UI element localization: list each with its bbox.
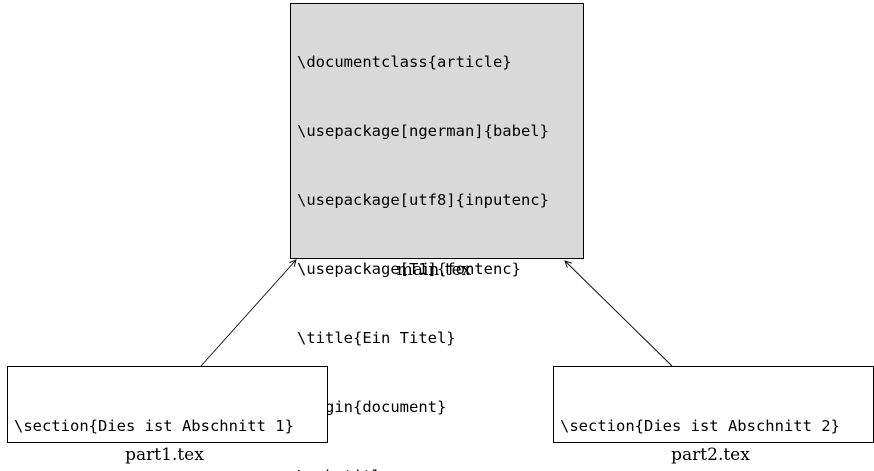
part1-tex-box: \section{Dies ist Abschnitt 1} Hier ein … [7, 366, 328, 443]
main-tex-label: main.tex [396, 260, 472, 280]
code-line: \usepackage[ngerman]{babel} [297, 122, 549, 140]
part2-tex-box: \section{Dies ist Abschnitt 2} Hier ein … [553, 366, 874, 443]
arrow-part1-to-main [200, 259, 297, 367]
arrow-part2-to-main [564, 260, 673, 367]
part1-tex-label: part1.tex [125, 445, 204, 465]
part2-tex-label: part2.tex [671, 445, 750, 465]
code-line: \usepackage[utf8]{inputenc} [297, 191, 549, 209]
code-line: \title{Ein Titel} [297, 329, 456, 347]
code-line: \section{Dies ist Abschnitt 1} [14, 417, 294, 435]
code-line: \usepackage[T1]{fontenc} [297, 260, 521, 278]
main-tex-box: \documentclass{article} \usepackage[nger… [290, 3, 584, 471]
code-line: \section{Dies ist Abschnitt 2} [560, 417, 840, 435]
code-line: \maketitle [297, 465, 583, 471]
code-line: \documentclass{article} [297, 53, 512, 71]
code-line: \begin{document} [297, 398, 447, 416]
